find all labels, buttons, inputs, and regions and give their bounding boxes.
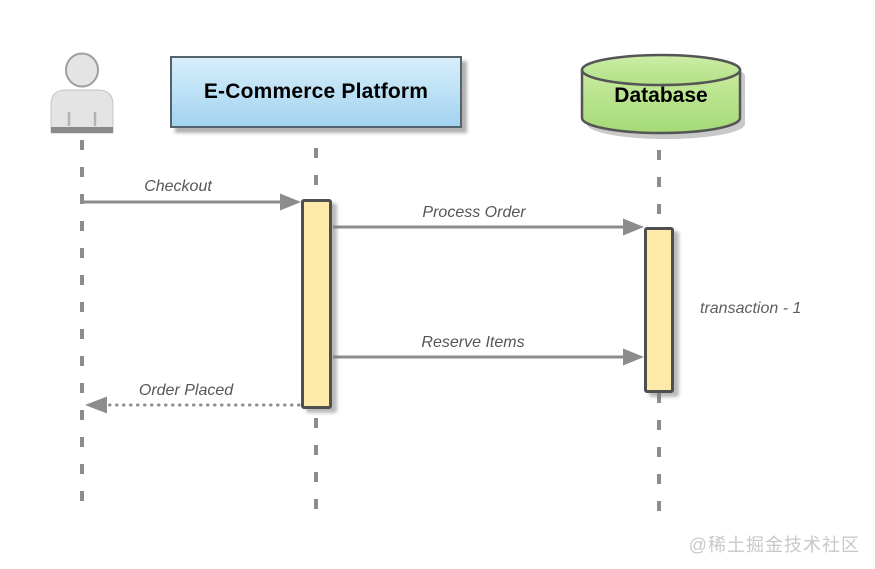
arrowhead-process-order xyxy=(623,218,644,236)
database-cylinder-icon xyxy=(580,53,742,135)
arrowhead-reserve-items xyxy=(623,348,644,366)
arrowhead-checkout xyxy=(280,193,301,211)
arrowhead-order-placed xyxy=(85,396,107,414)
actor-icon xyxy=(50,52,114,134)
